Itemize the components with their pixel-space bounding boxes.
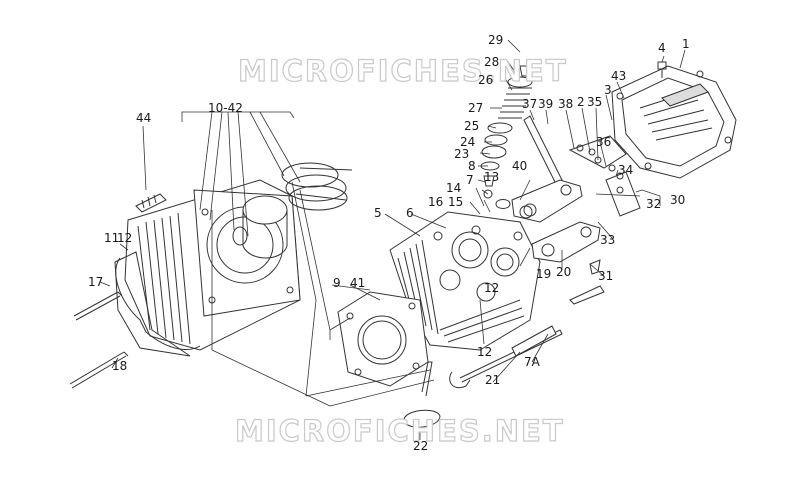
valve-guide [511,325,557,357]
callout-24: 24 [460,135,476,149]
callout-33: 33 [600,233,616,247]
callout-12-lower: 12 [477,345,493,359]
callout-17: 17 [88,275,104,289]
callout-14: 14 [446,181,462,195]
intake-valve [403,361,441,428]
head-gasket [337,291,429,387]
exhaust-valve [449,329,563,388]
callout-20: 20 [556,265,572,279]
callout-30: 30 [670,193,686,207]
callout-25: 25 [464,119,480,133]
callout-11: 11 [104,231,120,245]
callout-4: 4 [658,41,666,55]
watermark-bottom: MICROFICHES.NET [234,413,565,448]
valve-cover [611,65,737,179]
callout-21: 21 [485,373,501,387]
piston-rings [281,162,353,211]
callout-15: 15 [448,195,464,209]
callout-27: 27 [468,101,484,115]
pushrod-seal [519,205,533,219]
callout-9: 9 [333,276,341,290]
callout-41: 41 [350,276,366,290]
valve-spring-stack [480,65,533,199]
callout-34: 34 [618,163,634,177]
callout-8: 8 [468,159,476,173]
callout-12-head: 12 [484,281,500,295]
callout-23: 23 [454,147,470,161]
callout-44: 44 [136,111,152,125]
callout-37: 37 [522,97,538,111]
callout-5: 5 [374,206,382,220]
cylinder-base-gasket [114,251,191,357]
callout-40: 40 [512,159,528,173]
callout-38: 38 [558,97,574,111]
callout-3: 3 [604,83,612,97]
callout-39: 39 [538,97,554,111]
callout-28: 28 [484,55,500,69]
callout-7a: 7A [524,355,540,369]
callout-43: 43 [611,69,627,83]
callout-10-42: 10-42 [208,101,243,115]
studs [69,291,129,389]
callout-6: 6 [406,206,414,220]
callout-26: 26 [478,73,494,87]
rocker-arm-lower [531,221,601,263]
callout-2: 2 [577,95,585,109]
rocker-arm-upper [511,179,583,223]
callout-22: 22 [413,439,429,453]
watermark-top: MICROFICHES.NET [237,53,568,88]
callout-16: 16 [428,195,444,209]
callout-29: 29 [488,33,504,47]
callout-36: 36 [596,135,612,149]
piston-pin-clip [135,193,167,213]
callout-31: 31 [598,269,614,283]
small-hardware [495,144,624,305]
callout-13: 13 [484,170,500,184]
callout-18: 18 [112,359,128,373]
callout-35: 35 [587,95,603,109]
callout-1: 1 [682,37,690,51]
leader-lines [99,39,686,440]
callout-12-cylinder: 12 [117,231,133,245]
callout-19: 19 [536,267,552,281]
piston [232,195,288,259]
callout-32: 32 [646,197,662,211]
callout-7: 7 [466,173,474,187]
